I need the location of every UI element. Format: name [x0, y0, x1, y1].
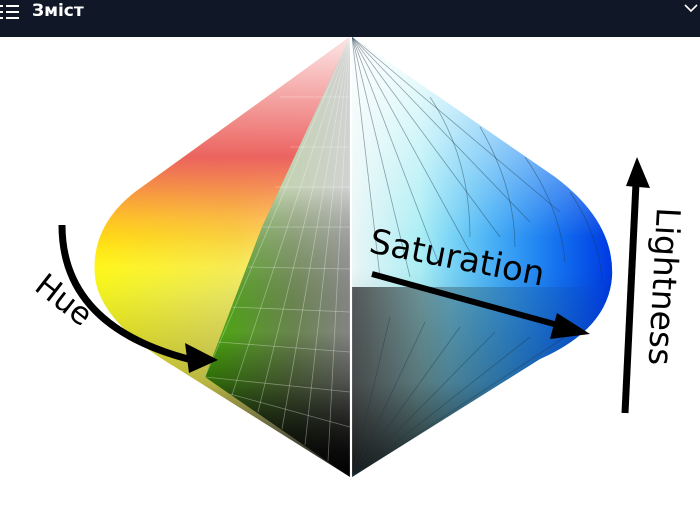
chevron-down-icon[interactable]	[683, 1, 700, 15]
list-icon[interactable]	[0, 3, 20, 21]
lightness-label: Lightness	[641, 207, 688, 367]
hue-arrow	[58, 224, 218, 373]
saturation-arrow	[371, 271, 590, 339]
hue-label: Hue	[28, 267, 99, 334]
table-of-contents-title[interactable]: Зміст	[32, 1, 84, 21]
lightness-arrow	[621, 157, 650, 414]
hsl-double-cone-figure: Hue Saturation Lightness	[0, 37, 700, 526]
left-cone-half	[94, 37, 350, 477]
top-bar: Зміст	[0, 0, 700, 37]
